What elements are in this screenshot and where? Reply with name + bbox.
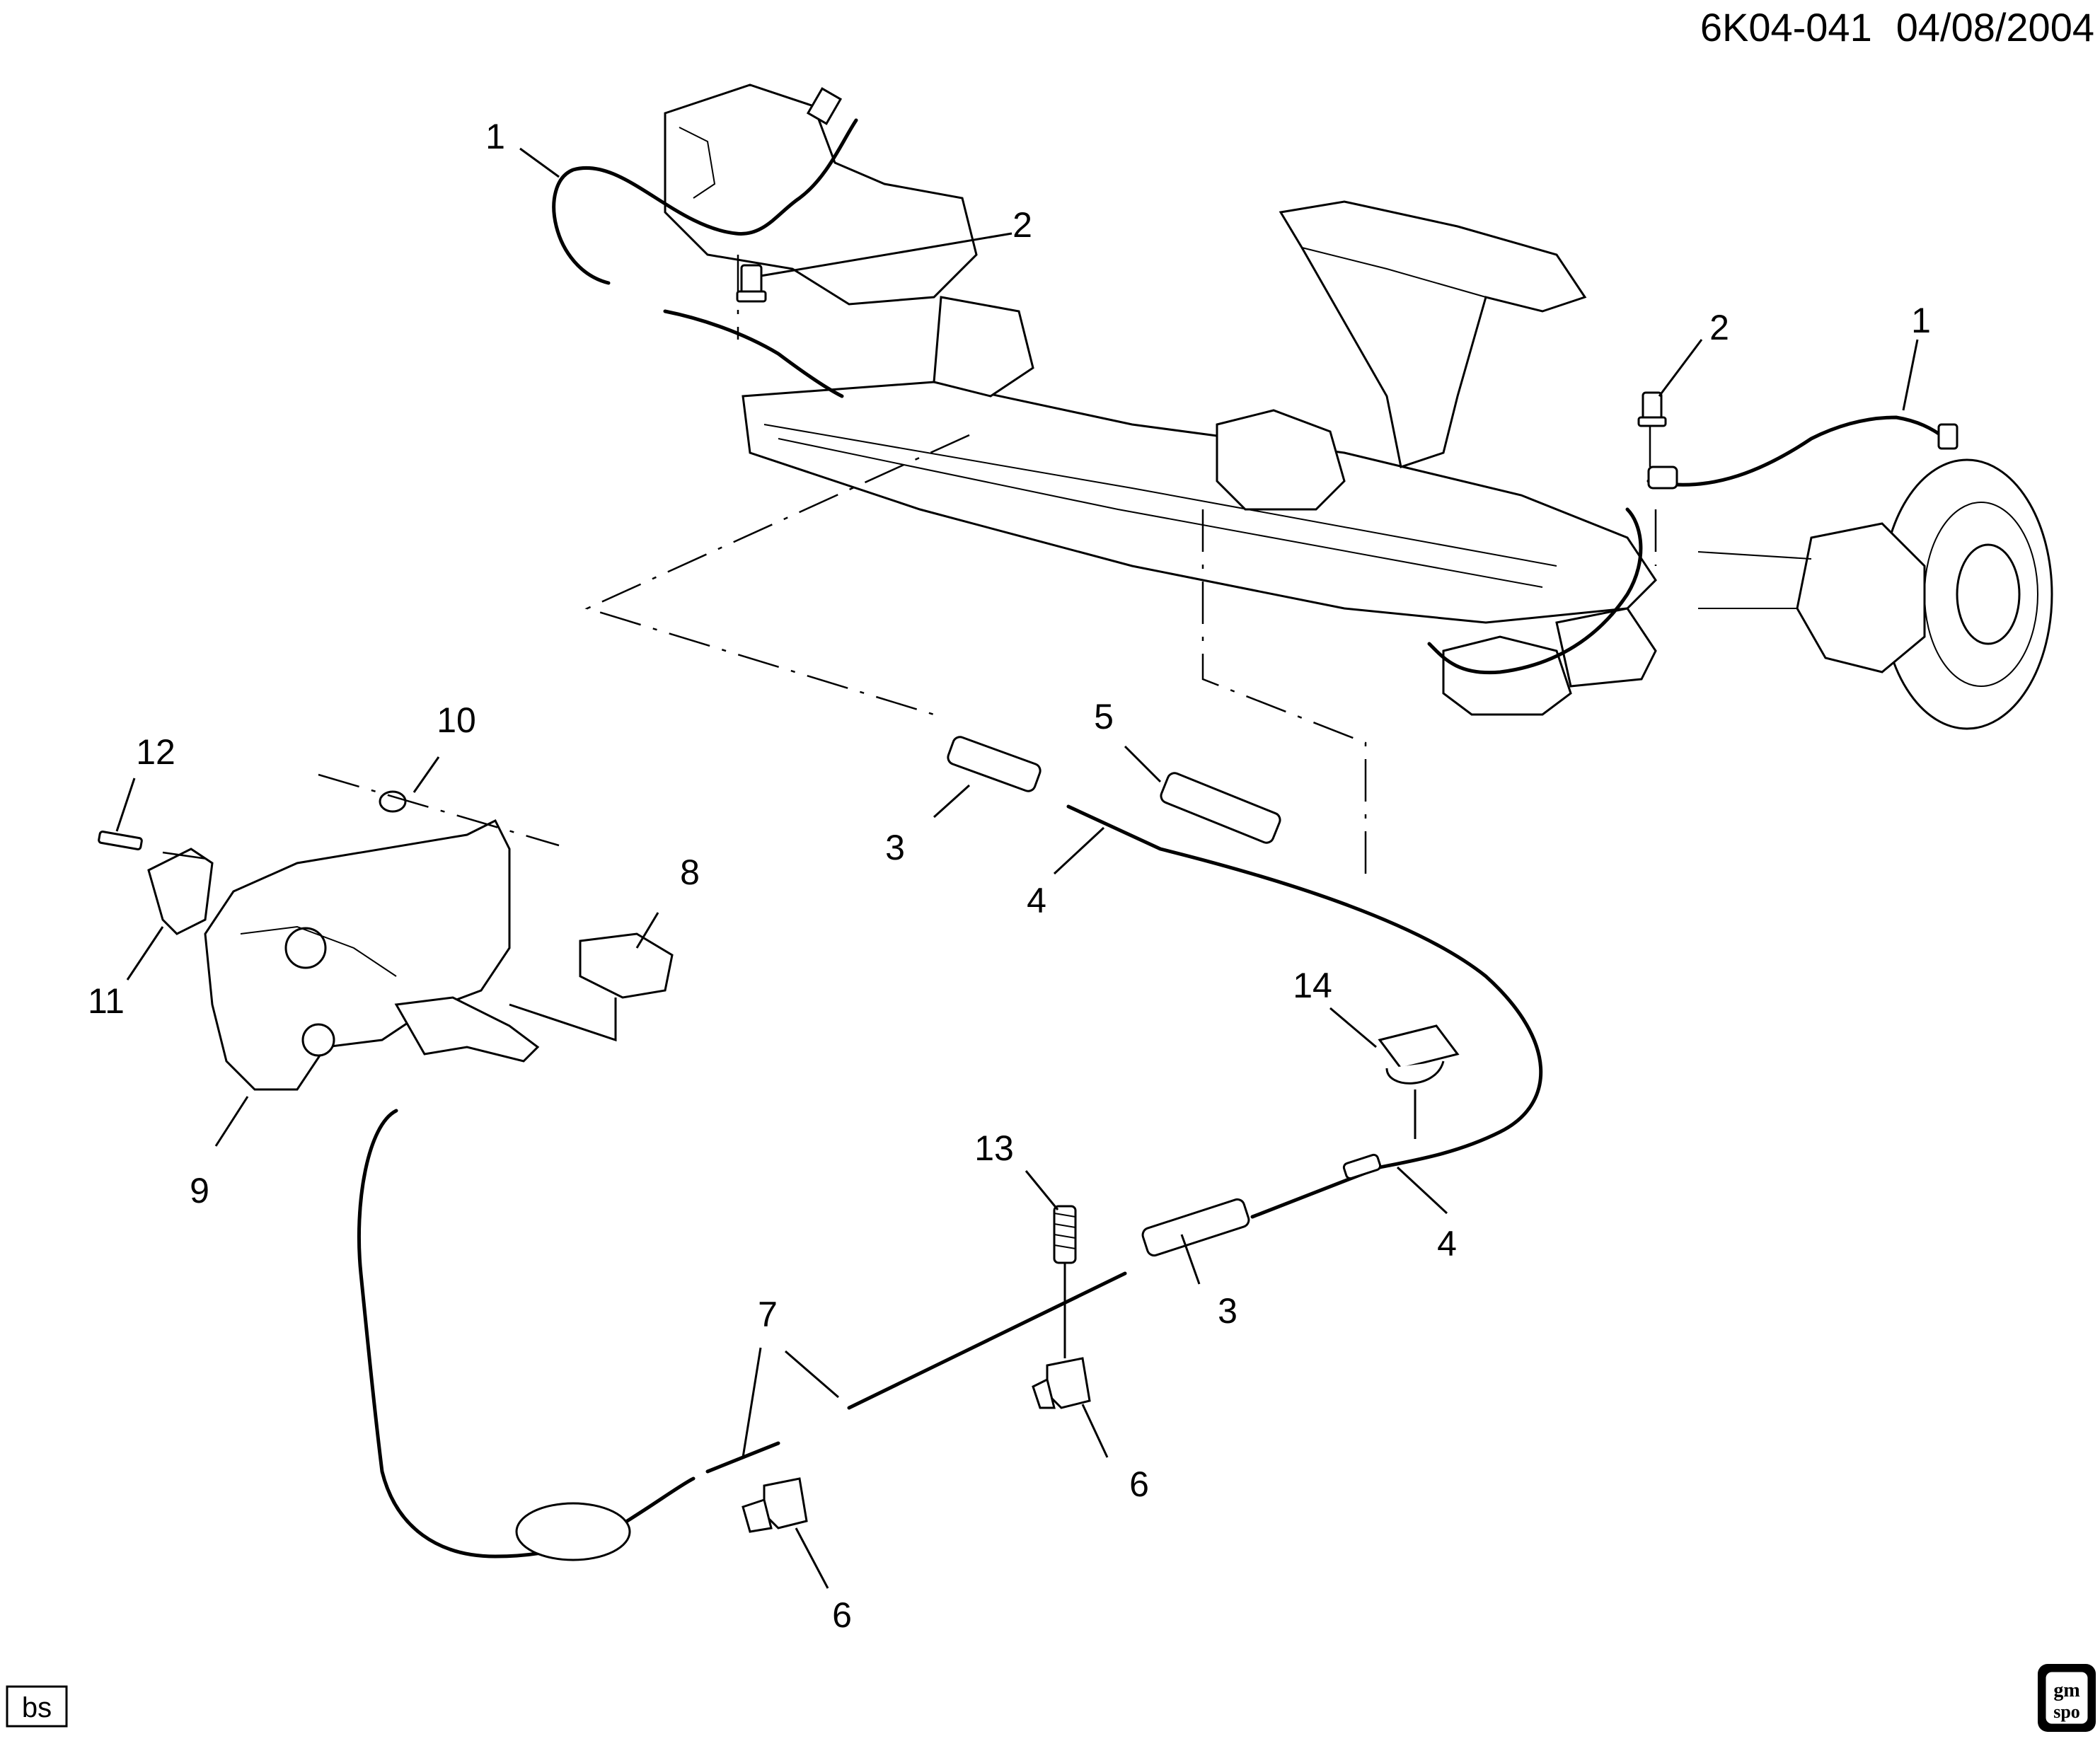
callout-labels: 1 2 2 1 10 12 5 8 3 4 11 14 9 13 4 3 7 6… <box>88 117 1931 1635</box>
bracket-11 <box>147 848 214 935</box>
clip-14 <box>1378 1024 1460 1139</box>
rear-axle-frame-assembly <box>552 83 2053 730</box>
callout-leaders <box>115 147 1919 1589</box>
callout-2-left: 2 <box>1012 205 1032 245</box>
badge-bs: bs <box>6 1685 68 1728</box>
clip-6-right <box>1032 1357 1091 1409</box>
callout-10: 10 <box>437 700 476 740</box>
callout-3-lower: 3 <box>1218 1291 1238 1331</box>
nut-10 <box>379 790 407 813</box>
callout-1-left: 1 <box>485 117 505 156</box>
projection-line-right <box>1201 509 1367 877</box>
callout-6-right: 6 <box>1129 1464 1149 1504</box>
callout-2-right: 2 <box>1709 308 1729 347</box>
header-diagram-id: 6K04-041 04/08/2004 <box>1700 5 2094 50</box>
rod-7 <box>847 1271 1127 1410</box>
projection-line-nut <box>318 773 560 847</box>
callout-1-right: 1 <box>1911 301 1931 340</box>
callout-4-lower: 4 <box>1437 1224 1457 1264</box>
gmspo-logo: gm spo <box>2038 1664 2096 1732</box>
bolt-12 <box>98 831 143 850</box>
connector-3-upper <box>947 736 1042 792</box>
bolt-2-right <box>1637 391 1667 427</box>
callout-3-upper: 3 <box>885 828 905 867</box>
spring-13 <box>1053 1205 1077 1358</box>
logo-line2: spo <box>2053 1701 2080 1722</box>
callout-5: 5 <box>1094 697 1114 736</box>
connector-3-lower <box>1141 1198 1250 1257</box>
cable-4-end <box>1342 1153 1382 1180</box>
logo-line1: gm <box>2053 1679 2079 1701</box>
connector-5 <box>1160 772 1281 844</box>
callout-12: 12 <box>136 732 175 772</box>
cable-4 <box>1066 804 1543 1219</box>
pedal-pad-leader <box>509 998 617 1042</box>
pedal-pad-8 <box>579 932 674 999</box>
callout-4-upper: 4 <box>1027 881 1046 920</box>
diagram-id: 6K04-041 <box>1700 5 1872 50</box>
cable-front-grommet <box>515 1502 631 1561</box>
diagram-date: 04/08/2004 <box>1896 5 2094 50</box>
pedal-assembly-9 <box>204 819 540 1091</box>
badge-bs-text: bs <box>22 1692 52 1723</box>
callout-14: 14 <box>1293 966 1332 1005</box>
callout-8: 8 <box>680 852 700 892</box>
callout-11: 11 <box>88 981 125 1021</box>
projection-line-left <box>584 434 970 716</box>
callout-13: 13 <box>974 1128 1014 1168</box>
callout-7: 7 <box>758 1295 778 1334</box>
clip-6-left <box>742 1477 808 1533</box>
projection-line-bolt <box>162 851 213 861</box>
callout-6-left: 6 <box>832 1595 852 1635</box>
cable-front <box>357 1109 696 1559</box>
bolt-2-left <box>736 264 767 303</box>
callout-9: 9 <box>190 1171 209 1210</box>
